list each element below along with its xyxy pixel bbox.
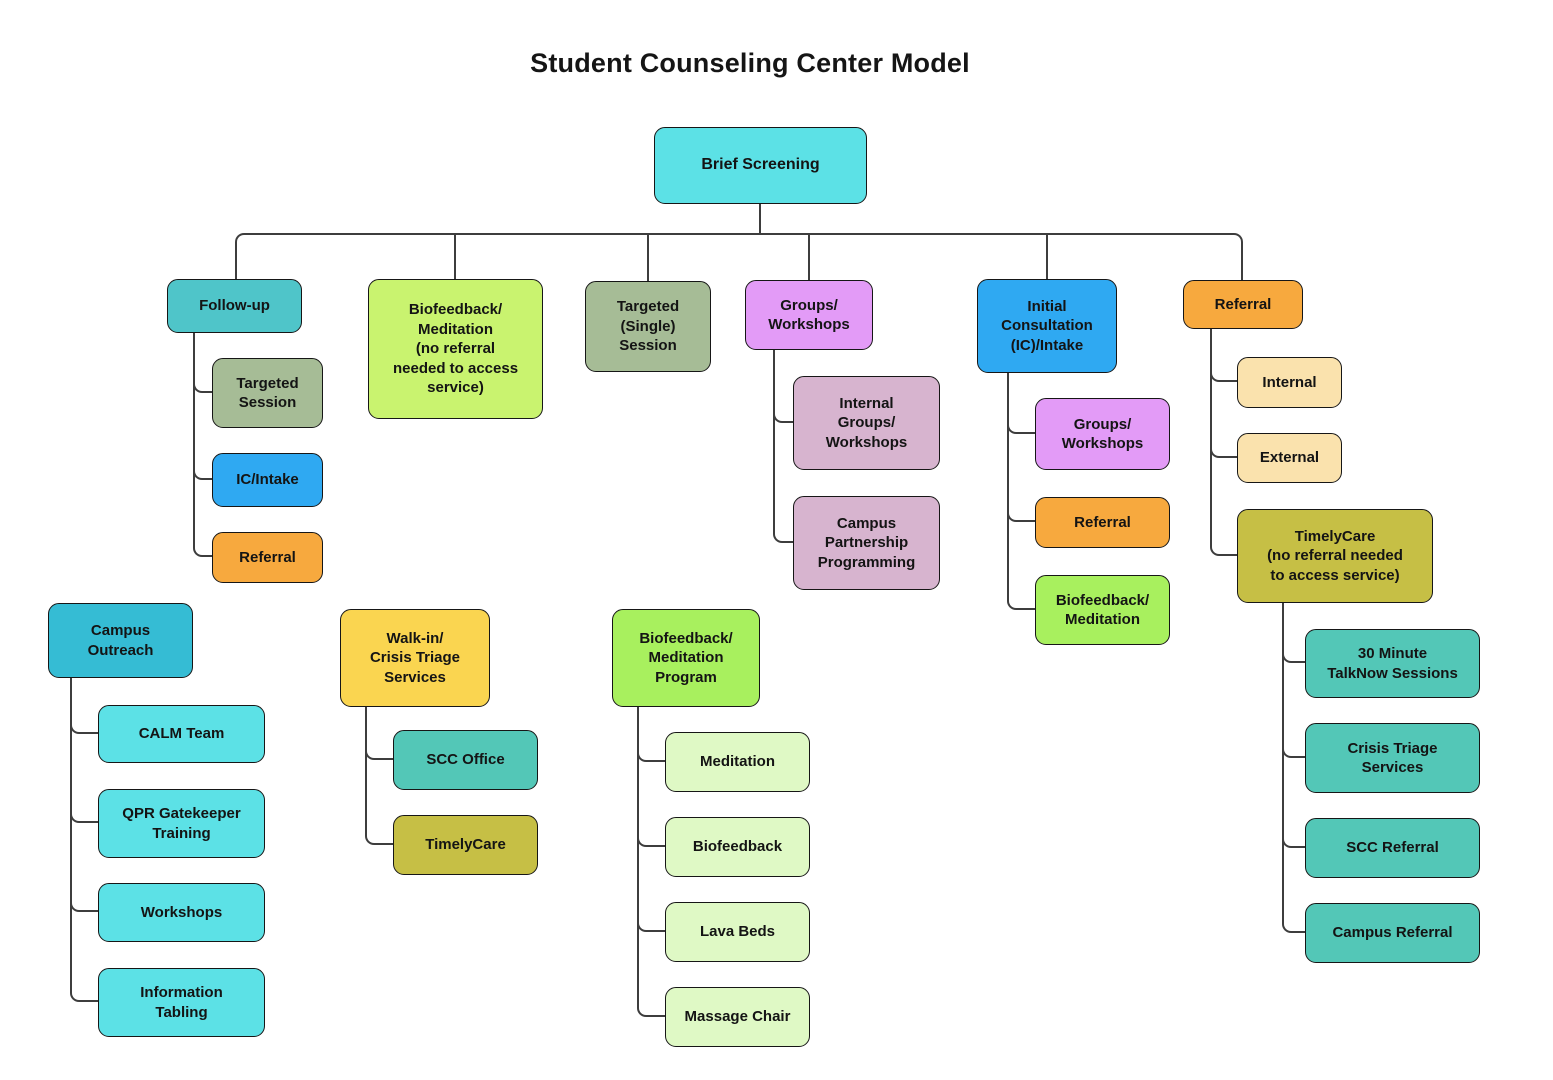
node-biofeedback: Biofeedback [665, 817, 810, 877]
edge-walkin-timelycare [365, 705, 393, 845]
node-talknow-sessions: 30 Minute TalkNow Sessions [1305, 629, 1480, 698]
node-walkin-timelycare: TimelyCare [393, 815, 538, 875]
node-information-tabling: Information Tabling [98, 968, 265, 1037]
node-referral-timelycare: TimelyCare (no referral needed to access… [1237, 509, 1433, 603]
node-followup-referral: Referral [212, 532, 323, 583]
node-brief-screening: Brief Screening [654, 127, 867, 204]
edge-drop-initial-consultation [1046, 233, 1048, 279]
node-campus-partnership-programming: Campus Partnership Programming [793, 496, 940, 590]
edge-outreach-tabling [70, 676, 98, 1002]
node-scc-referral: SCC Referral [1305, 818, 1480, 878]
node-crisis-triage-services: Crisis Triage Services [1305, 723, 1480, 793]
node-referral-external: External [1237, 433, 1342, 483]
edge-groups-campus-partnership [773, 348, 793, 543]
node-followup-targeted-session: Targeted Session [212, 358, 323, 428]
node-lava-beds: Lava Beds [665, 902, 810, 962]
node-internal-groups-workshops: Internal Groups/ Workshops [793, 376, 940, 470]
diagram-title: Student Counseling Center Model [530, 48, 970, 78]
node-qpr-gatekeeper-training: QPR Gatekeeper Training [98, 789, 265, 858]
edge-ic-biofeedback [1007, 371, 1035, 610]
edge-timelycare-campus-referral [1282, 603, 1305, 933]
edge-drop-groups [808, 233, 810, 280]
node-ic-groups-workshops: Groups/ Workshops [1035, 398, 1170, 470]
edge-drop-biofeedback [454, 233, 456, 279]
node-follow-up: Follow-up [167, 279, 302, 333]
node-followup-ic-intake: IC/Intake [212, 453, 323, 507]
node-outreach-workshops: Workshops [98, 883, 265, 942]
node-calm-team: CALM Team [98, 705, 265, 763]
node-walkin-crisis-triage-services: Walk-in/ Crisis Triage Services [340, 609, 490, 707]
edge-bmprogram-massage-chair [637, 705, 665, 1017]
edge-drop-targeted [647, 233, 649, 281]
node-biofeedback-meditation-no-referral: Biofeedback/ Meditation (no referral nee… [368, 279, 543, 419]
node-referral: Referral [1183, 280, 1303, 329]
node-referral-internal: Internal [1237, 357, 1342, 408]
node-ic-biofeedback-meditation: Biofeedback/ Meditation [1035, 575, 1170, 645]
node-initial-consultation-intake: Initial Consultation (IC)/Intake [977, 279, 1117, 373]
edge-brief-screening-stub [759, 203, 761, 234]
edge-branch-rail [235, 233, 1243, 280]
node-ic-referral: Referral [1035, 497, 1170, 548]
node-targeted-single-session: Targeted (Single) Session [585, 281, 711, 372]
node-campus-outreach: Campus Outreach [48, 603, 193, 678]
node-massage-chair: Massage Chair [665, 987, 810, 1047]
node-groups-workshops: Groups/ Workshops [745, 280, 873, 350]
node-meditation: Meditation [665, 732, 810, 792]
node-biofeedback-meditation-program: Biofeedback/ Meditation Program [612, 609, 760, 707]
node-scc-office: SCC Office [393, 730, 538, 790]
edge-referral-timelycare [1210, 327, 1237, 556]
edge-followup-referral [193, 331, 212, 557]
node-campus-referral: Campus Referral [1305, 903, 1480, 963]
